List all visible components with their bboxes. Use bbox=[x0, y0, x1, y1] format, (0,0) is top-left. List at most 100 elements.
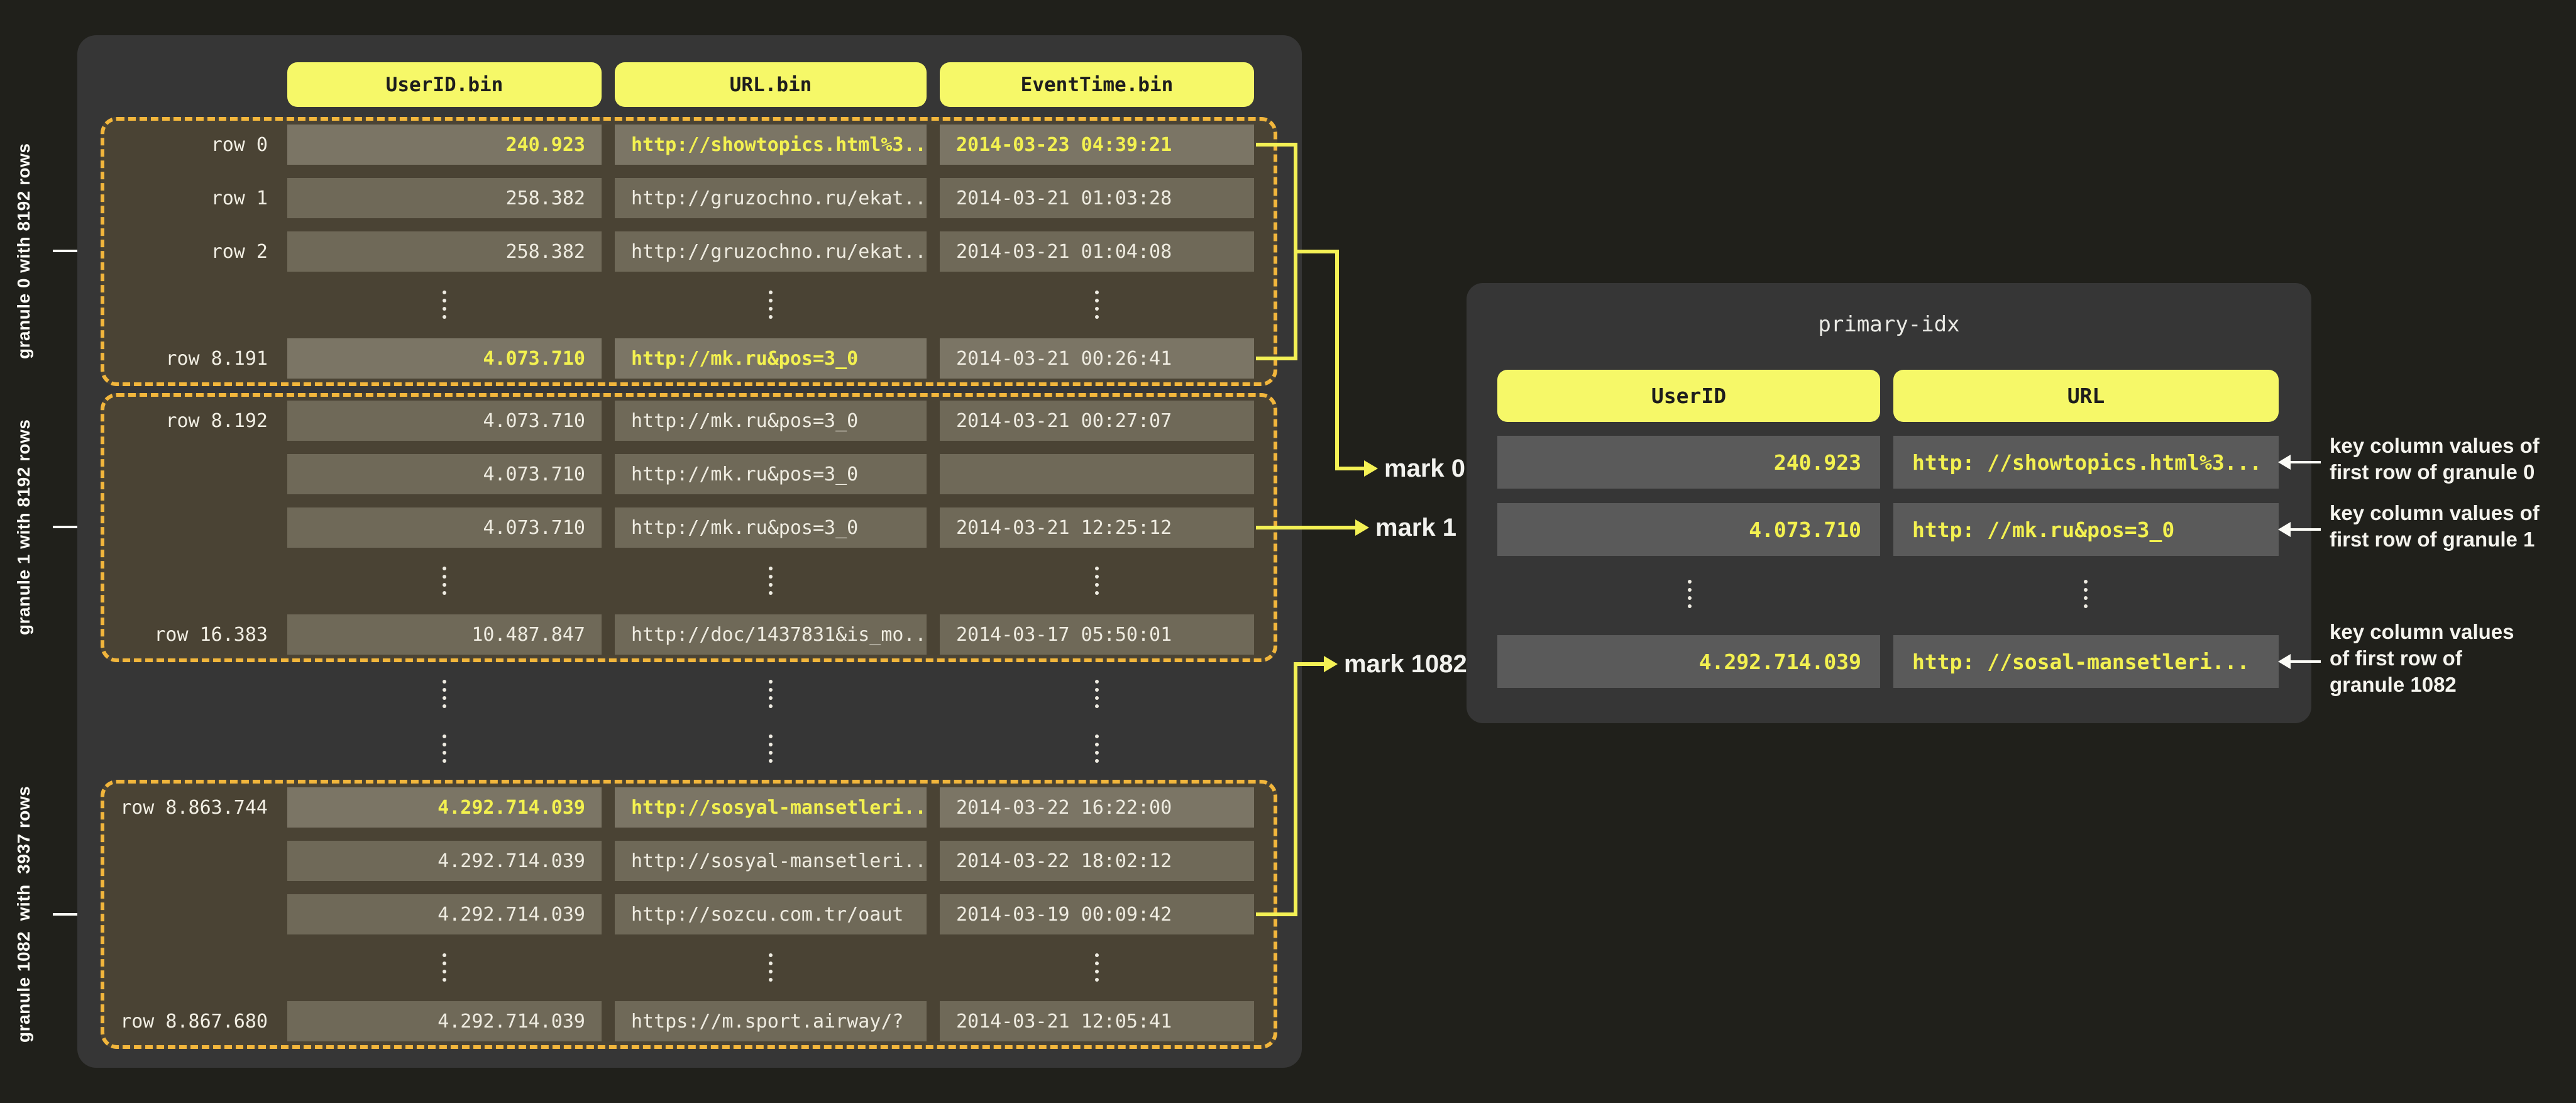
table-row: row 16.383 10.487.847 http://doc/1437831… bbox=[104, 614, 1274, 655]
mark-0-connector bbox=[1335, 250, 1339, 470]
ellipsis-dots bbox=[443, 567, 446, 595]
index-cell-url: http: //sosal-mansetleri... bbox=[1893, 635, 2279, 688]
ellipsis-dots bbox=[1688, 580, 1692, 608]
granule-box-1082: row 8.863.744 4.292.714.039 http://sosya… bbox=[101, 780, 1277, 1049]
cell-userid: 4.292.714.039 bbox=[287, 841, 602, 881]
cell-userid: 258.382 bbox=[287, 231, 602, 272]
arrow-right-icon bbox=[1324, 656, 1338, 672]
mark-1082-connector bbox=[1294, 662, 1297, 916]
ellipsis-dots bbox=[769, 567, 773, 595]
cell-url: http://sosyal-mansetleri... bbox=[615, 787, 927, 828]
ellipsis-dots bbox=[1095, 953, 1099, 982]
header-pill-url: URL bbox=[1893, 370, 2279, 422]
annotation-granule-1: key column values of first row of granul… bbox=[2330, 501, 2540, 551]
cell-eventtime: 2014-03-21 00:26:41 bbox=[940, 338, 1254, 379]
cell-eventtime: 2014-03-21 12:05:41 bbox=[940, 1001, 1254, 1041]
cell-userid: 4.292.714.039 bbox=[287, 1001, 602, 1041]
header-pill-eventtime-bin: EventTime.bin bbox=[940, 62, 1254, 107]
mark-1082-label: mark 1082 bbox=[1344, 650, 1467, 678]
cell-eventtime: 2014-03-22 18:02:12 bbox=[940, 841, 1254, 881]
ellipsis-dots bbox=[443, 953, 446, 982]
granule-box-1: row 8.192 4.073.710 http://mk.ru&pos=3_0… bbox=[101, 393, 1277, 662]
cell-eventtime: 2014-03-22 16:22:00 bbox=[940, 787, 1254, 828]
granule-1-side-label: granule 1 with 8192 rows bbox=[14, 419, 33, 635]
ellipsis-dots bbox=[769, 291, 773, 319]
index-cell-userid: 4.292.714.039 bbox=[1497, 635, 1880, 688]
annotation-pointer-line bbox=[2291, 461, 2321, 463]
arrow-left-icon bbox=[2278, 522, 2291, 537]
cell-userid: 4.073.710 bbox=[287, 338, 602, 379]
cell-url: http://doc/1437831&is_mo... bbox=[615, 614, 927, 655]
row-label: row 16.383 bbox=[154, 623, 268, 646]
ellipsis-row bbox=[77, 734, 1302, 763]
ellipsis-dots bbox=[1095, 734, 1099, 763]
ellipsis-dots bbox=[443, 680, 446, 708]
row-label: row 1 bbox=[211, 187, 268, 209]
mark-0-connector bbox=[1256, 143, 1297, 147]
cell-eventtime: 2014-03-23 04:39:21 bbox=[940, 125, 1254, 165]
row-label bbox=[108, 894, 268, 934]
mark-0-connector bbox=[1294, 250, 1339, 253]
ellipsis-row bbox=[104, 285, 1274, 325]
annotation-pointer-line bbox=[2291, 660, 2321, 663]
row-label bbox=[108, 507, 268, 548]
cell-url: http://sozcu.com.tr/oaut bbox=[615, 894, 927, 934]
granule-box-0: row 0 240.923 http://showtopics.html%3..… bbox=[101, 117, 1277, 386]
granule-1082-pointer-line bbox=[53, 913, 83, 916]
mark-1-label: mark 1 bbox=[1375, 514, 1456, 541]
table-row: row 8.191 4.073.710 http://mk.ru&pos=3_0… bbox=[104, 338, 1274, 379]
ellipsis-dots bbox=[1095, 291, 1099, 319]
arrow-left-icon bbox=[2278, 654, 2291, 669]
cell-userid: 4.292.714.039 bbox=[287, 894, 602, 934]
ellipsis-dots bbox=[1095, 680, 1099, 708]
index-cell-userid: 4.073.710 bbox=[1497, 503, 1880, 556]
row-label: row 8.867.680 bbox=[120, 1010, 268, 1033]
ellipsis-dots bbox=[443, 734, 446, 763]
mark-1082-connector bbox=[1256, 912, 1297, 916]
cell-userid: 4.292.714.039 bbox=[287, 787, 602, 828]
ellipsis-dots bbox=[769, 680, 773, 708]
mark-0-connector bbox=[1335, 467, 1364, 470]
cell-userid: 4.073.710 bbox=[287, 507, 602, 548]
granule-0-pointer-line bbox=[53, 250, 83, 252]
annotation-granule-0: key column values of first row of granul… bbox=[2330, 434, 2540, 484]
cell-url: http://mk.ru&pos=3_0 bbox=[615, 338, 927, 379]
header-pill-url-bin: URL.bin bbox=[615, 62, 927, 107]
ellipsis-dots bbox=[769, 734, 773, 763]
table-row: 4.292.714.039 http://sozcu.com.tr/oaut 2… bbox=[104, 894, 1274, 934]
row-label: row 8.192 bbox=[165, 409, 268, 432]
table-row: row 1 258.382 http://gruzochno.ru/ekat..… bbox=[104, 178, 1274, 218]
granule-1082-side-label: granule 1082 with 3937 rows bbox=[14, 785, 33, 1043]
ellipsis-dots bbox=[443, 291, 446, 319]
cell-userid: 240.923 bbox=[287, 125, 602, 165]
row-label: row 0 bbox=[211, 133, 268, 156]
mark-0-connector bbox=[1256, 357, 1297, 360]
primary-index-panel: primary-idx UserID URL 240.923 http: //s… bbox=[1467, 283, 2311, 723]
cell-eventtime: 2014-03-17 05:50:01 bbox=[940, 614, 1254, 655]
cell-eventtime: 2014-03-21 12:25:12 bbox=[940, 507, 1254, 548]
cell-url: http://showtopics.html%3... bbox=[615, 125, 927, 165]
cell-userid: 4.073.710 bbox=[287, 401, 602, 441]
ellipsis-dots bbox=[2084, 580, 2088, 608]
index-cell-url: http: //showtopics.html%3... bbox=[1893, 436, 2279, 489]
cell-url: http://gruzochno.ru/ekat... bbox=[615, 178, 927, 218]
table-row: row 8.863.744 4.292.714.039 http://sosya… bbox=[104, 787, 1274, 828]
mark-1082-connector bbox=[1294, 662, 1324, 666]
row-label bbox=[108, 841, 268, 881]
cell-userid: 10.487.847 bbox=[287, 614, 602, 655]
ellipsis-dots bbox=[769, 953, 773, 982]
granule-1-pointer-line bbox=[53, 526, 83, 528]
annotation-granule-1082: key column values of first row of granul… bbox=[2330, 620, 2514, 696]
row-label: row 2 bbox=[211, 240, 268, 263]
cell-url: http://gruzochno.ru/ekat... bbox=[615, 231, 927, 272]
index-cell-userid: 240.923 bbox=[1497, 436, 1880, 489]
ellipsis-dots bbox=[1095, 567, 1099, 595]
cell-url: http://sosyal-mansetleri... bbox=[615, 841, 927, 881]
cell-eventtime: 2014-03-21 01:03:28 bbox=[940, 178, 1254, 218]
column-files-panel: UserID.bin URL.bin EventTime.bin row 0 2… bbox=[77, 35, 1302, 1068]
mark-1-connector bbox=[1256, 526, 1355, 529]
table-row: 4.073.710 http://mk.ru&pos=3_0 2014-03-2… bbox=[104, 507, 1274, 548]
ellipsis-row bbox=[104, 561, 1274, 601]
cell-eventtime: 2014-03-21 01:04:08 bbox=[940, 231, 1254, 272]
cell-url: http://mk.ru&pos=3_0 bbox=[615, 507, 927, 548]
